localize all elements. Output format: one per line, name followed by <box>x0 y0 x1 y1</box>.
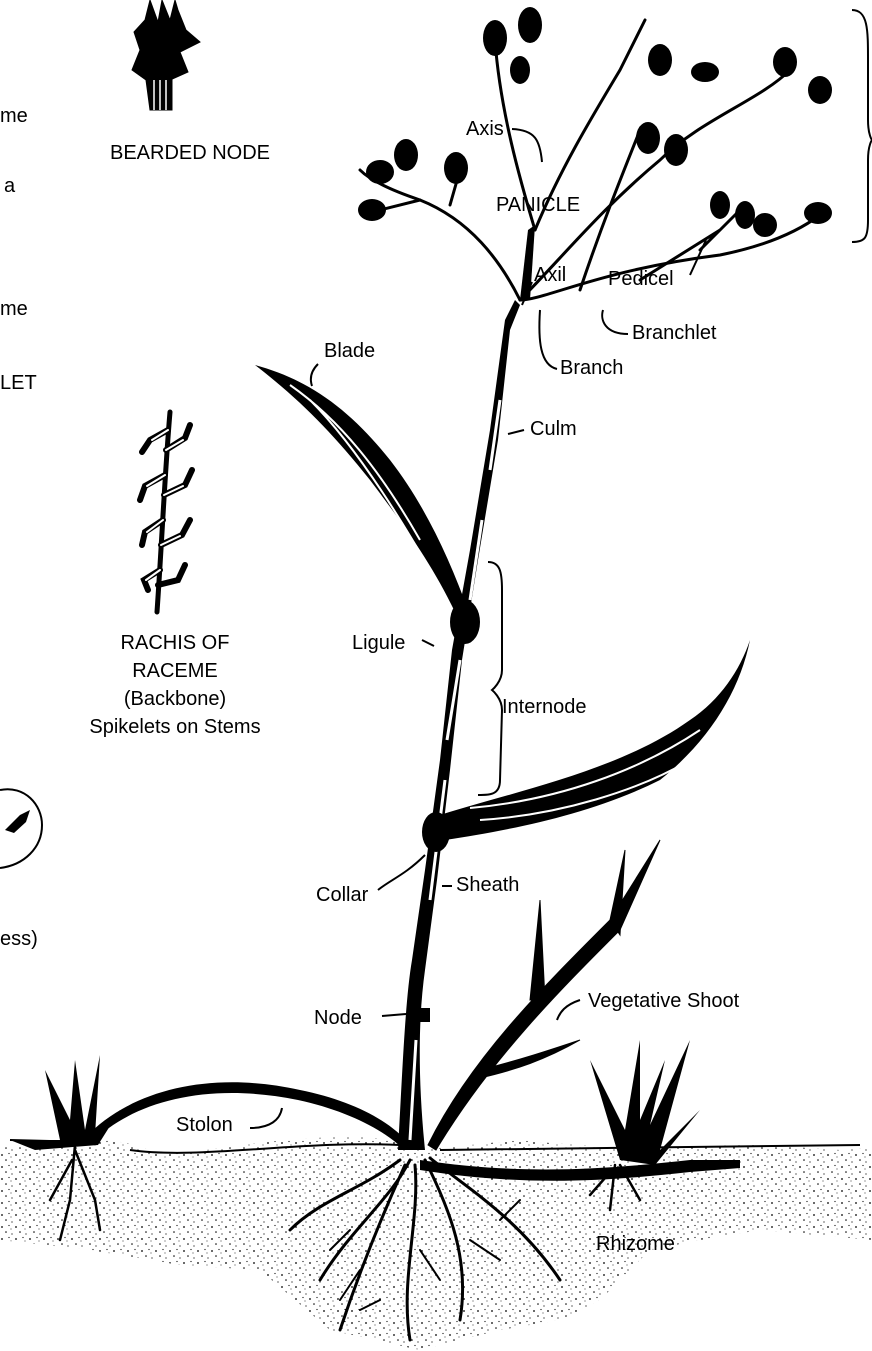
upper-blade-illustration <box>255 365 468 612</box>
pedicel-label: Pedicel <box>608 268 674 290</box>
stolon-label: Stolon <box>176 1114 233 1136</box>
left-edge-fragment: a <box>4 175 15 197</box>
internode-bracket <box>478 562 502 795</box>
rachis-caption-line-4: Spikelets on Stems <box>52 714 298 740</box>
branch-label: Branch <box>560 357 623 379</box>
internode-label: Internode <box>502 696 587 718</box>
collar-label: Collar <box>316 884 368 906</box>
rachis-caption-line-1: RACHIS OF <box>60 630 290 656</box>
culm-label: Culm <box>530 418 577 440</box>
blade-label: Blade <box>324 340 375 362</box>
rachis-illustration <box>140 412 192 612</box>
rachis-caption-line-3: (Backbone) <box>60 686 290 712</box>
panicle-caption: PANICLE <box>478 192 598 218</box>
panicle-illustration <box>360 20 820 300</box>
bearded-node-illustration <box>132 0 200 110</box>
left-edge-fragment: me <box>0 298 28 320</box>
left-edge-fragment: LET <box>0 372 37 394</box>
vegetative-shoot-label: Vegetative Shoot <box>588 990 739 1012</box>
lower-blade-illustration <box>440 640 750 840</box>
branchlet-label: Branchlet <box>632 322 717 344</box>
bearded-node-caption: BEARDED NODE <box>90 140 290 166</box>
left-edge-fragment: ess) <box>0 928 38 950</box>
node-label: Node <box>314 1007 362 1029</box>
left-edge-fragment: me <box>0 105 28 127</box>
panicle-bracket <box>852 10 872 242</box>
floret-circle-illustration <box>0 789 42 868</box>
rachis-caption-line-2: RACEME <box>60 658 290 684</box>
axis-label: Axis <box>466 118 504 140</box>
axil-label: Axil <box>534 264 566 286</box>
ligule-label: Ligule <box>352 632 405 654</box>
stolon-plantlet-illustration <box>10 1055 120 1150</box>
rhizome-label: Rhizome <box>596 1233 675 1255</box>
sheath-label: Sheath <box>456 874 519 896</box>
